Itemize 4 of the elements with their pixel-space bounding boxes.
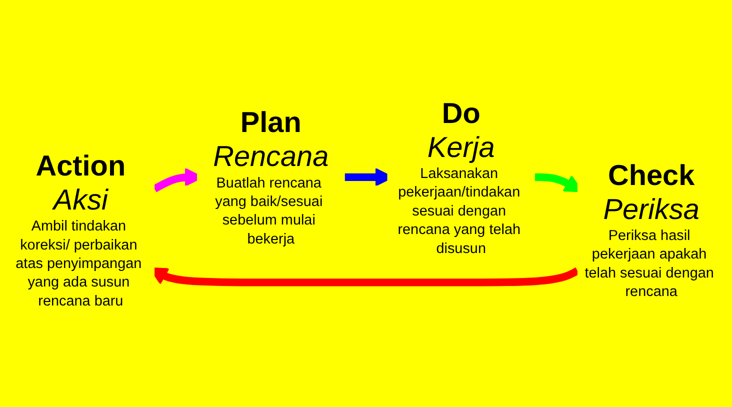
node-text: Action Aksi Ambil tindakan koreksi/ perbaikan atas penyimpangan yang ada susun rencana baru — [16, 150, 142, 309]
node-text: Do Kerja Laksanakan pekerjaan/tindakan sesuai dengan rencana yang telah disusun — [398, 97, 520, 256]
node-text: Check Periksa Periksa hasil pekerjaan apakah telah sesuai dengan rencana — [584, 159, 714, 300]
node-text: Plan Rencana Buatlah rencana yang baik/sesuai sebelum mulai bekerja — [213, 106, 329, 247]
